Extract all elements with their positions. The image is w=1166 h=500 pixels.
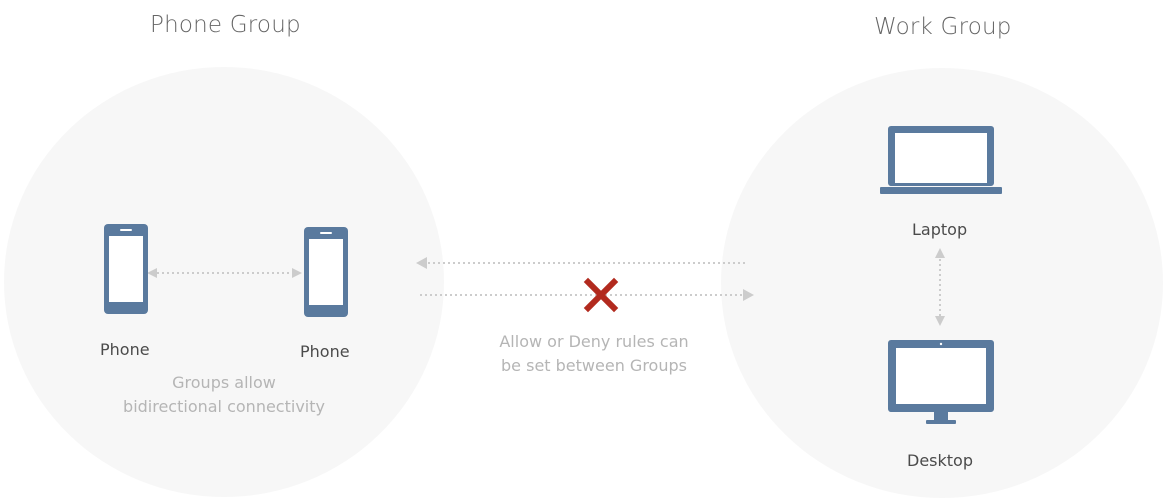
phone-group-circle	[4, 67, 444, 497]
groups-note-line-2: bidirectional connectivity	[123, 397, 325, 416]
rules-note: Allow or Deny rules can be set between G…	[474, 330, 714, 378]
laptop-icon	[880, 126, 1002, 194]
outbound-arrow	[420, 289, 754, 301]
rules-note-line-2: be set between Groups	[501, 356, 687, 375]
phone-bidirectional-arrow	[147, 268, 302, 278]
desktop-icon	[888, 340, 994, 424]
groups-note-line-1: Groups allow	[172, 373, 276, 392]
phone-label: Phone	[300, 342, 350, 361]
phone-icon	[304, 227, 348, 317]
work-group-title: Work Group	[874, 14, 1012, 40]
phone-icon	[104, 224, 148, 314]
laptop-label: Laptop	[912, 220, 968, 239]
desktop-label: Desktop	[907, 451, 973, 470]
phone-label: Phone	[100, 340, 150, 359]
inbound-arrow	[416, 257, 748, 269]
phone-group-title: Phone Group	[150, 12, 301, 38]
rules-note-line-1: Allow or Deny rules can	[499, 332, 689, 351]
groups-connectivity-note: Groups allow bidirectional connectivity	[104, 371, 344, 419]
work-bidirectional-arrow	[935, 248, 945, 326]
cross-icon	[583, 277, 619, 313]
